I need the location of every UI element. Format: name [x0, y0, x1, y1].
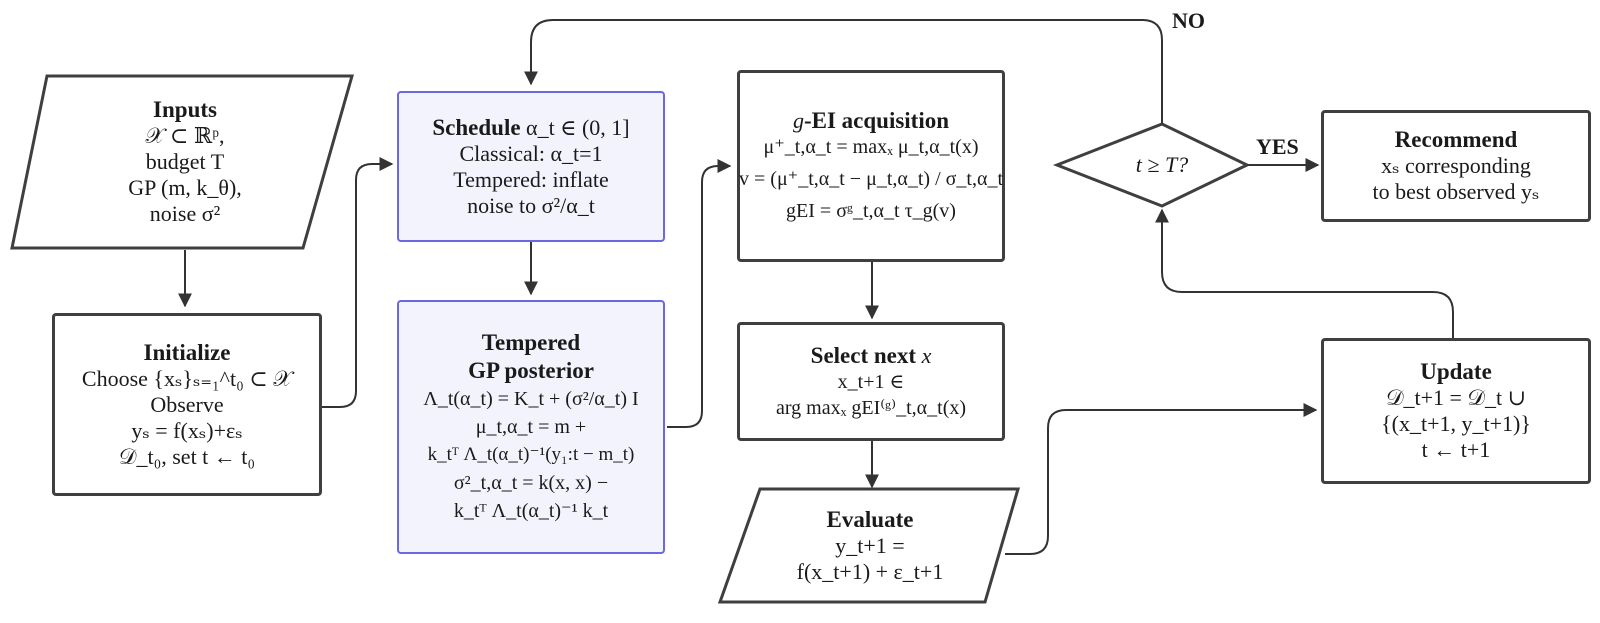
edge-label-no: NO: [1172, 8, 1205, 33]
initialize-line: Observe: [150, 391, 224, 417]
select-heading: Select next x: [811, 343, 932, 369]
initialize-line: 𝒟_t₀, set t ← t₀: [118, 443, 256, 469]
evaluate-line: f(x_t+1) + ε_t+1: [796, 559, 944, 584]
edge-label-yes: YES: [1256, 134, 1299, 159]
schedule-title: Schedule: [432, 114, 521, 140]
evaluate-shape: [717, 487, 1021, 604]
schedule-heading: Schedule α_t ∈ (0, 1]: [432, 115, 629, 141]
gei-title-prefix: g: [792, 108, 804, 133]
gei-acquisition-node: g-EI acquisition μ⁺_t,α_t = maxₓ μ_t,α_t…: [737, 70, 1005, 262]
gei-title: -EI acquisition: [803, 108, 950, 133]
update-node: Update 𝒟_t+1 = 𝒟_t ∪ {(x_t+1, y_t+1)} t …: [1321, 338, 1591, 484]
inputs-line: budget T: [145, 149, 225, 174]
select-line: x_t+1 ∈: [837, 370, 905, 393]
select-title-suffix: x: [921, 342, 932, 368]
select-line: arg maxₓ gEI⁽ᵍ⁾_t,α_t(x): [775, 396, 967, 419]
tempered-line: k_tᵀ Λ_t(α_t)⁻¹ k_t: [453, 500, 609, 522]
tempered-line: μ_t,α_t = m +: [475, 416, 587, 438]
evaluate-title: Evaluate: [826, 507, 914, 532]
inputs-shape: [10, 74, 354, 250]
gei-line: gEI = σᵍ_t,α_t τ_g(v): [786, 200, 956, 222]
schedule-node: Schedule α_t ∈ (0, 1] Classical: α_t=1 T…: [397, 91, 665, 242]
inputs-line: 𝒳 ⊂ ℝᵖ,: [145, 123, 225, 148]
edge-evaluate-update: [1005, 403, 1318, 555]
tempered-posterior-node: Tempered GP posterior Λ_t(α_t) = K_t + (…: [397, 300, 665, 554]
select-title: Select next: [810, 342, 917, 368]
gei-line: v = (μ⁺_t,α_t − μ_t,α_t) / σ_t,α_t: [739, 168, 1003, 190]
schedule-title-suffix: α_t ∈ (0, 1]: [526, 114, 630, 140]
recommend-title: Recommend: [1394, 127, 1518, 152]
select-next-node: Select next x x_t+1 ∈ arg maxₓ gEI⁽ᵍ⁾_t,…: [737, 322, 1005, 441]
initialize-line: yₛ = f(xₛ)+εₛ: [131, 417, 243, 443]
tempered-line: k_tᵀ Λ_t(α_t)⁻¹(y₁:t − m_t): [427, 444, 635, 465]
edge-initialize-schedule: [322, 157, 394, 408]
schedule-line: noise to σ²/α_t: [467, 192, 595, 218]
inputs-line: noise σ²: [149, 201, 221, 226]
tempered-title-line1: Tempered: [481, 330, 581, 355]
schedule-line: Tempered: inflate: [453, 166, 609, 192]
inputs-node: Inputs 𝒳 ⊂ ℝᵖ, budget T GP (m, k_θ), noi…: [40, 80, 330, 244]
tempered-line: Λ_t(α_t) = K_t + (σ²/α_t) I: [423, 388, 639, 410]
edge-tempered-gei: [667, 159, 732, 428]
initialize-node: Initialize Choose {xₛ}ₛ₌₁^t₀ ⊂ 𝒳 Observe…: [52, 313, 322, 496]
gei-heading: g-EI acquisition: [793, 108, 949, 134]
decision-text: t ≥ T?: [1135, 152, 1189, 177]
evaluate-node: Evaluate y_t+1 = f(x_t+1) + ε_t+1: [745, 492, 995, 600]
evaluate-line: y_t+1 =: [835, 533, 905, 558]
recommend-node: Recommend xₛ corresponding to best obser…: [1321, 110, 1591, 222]
update-title: Update: [1420, 359, 1492, 384]
update-line: t ← t+1: [1421, 437, 1491, 462]
recommend-line: to best observed yₛ: [1372, 179, 1540, 204]
edge-update-decision: [1155, 208, 1454, 338]
decision-node: t ≥ T?: [1090, 150, 1234, 180]
initialize-title: Initialize: [143, 339, 231, 365]
update-line: {(x_t+1, y_t+1)}: [1381, 411, 1531, 436]
inputs-line: GP (m, k_θ),: [128, 175, 242, 200]
update-line: 𝒟_t+1 = 𝒟_t ∪: [1385, 385, 1527, 410]
schedule-line: Classical: α_t=1: [459, 140, 603, 166]
recommend-line: xₛ corresponding: [1381, 153, 1531, 178]
initialize-line: Choose {xₛ}ₛ₌₁^t₀ ⊂ 𝒳: [81, 365, 293, 391]
inputs-title: Inputs: [153, 97, 217, 122]
edge-decision-schedule: [524, 19, 1163, 124]
tempered-title-line2: GP posterior: [468, 358, 594, 383]
gei-line: μ⁺_t,α_t = maxₓ μ_t,α_t(x): [763, 136, 979, 158]
tempered-line: σ²_t,α_t = k(x, x) −: [453, 472, 609, 494]
